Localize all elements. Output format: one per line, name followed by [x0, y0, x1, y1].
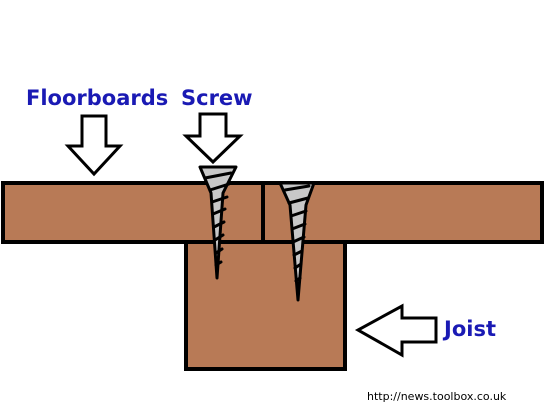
joist-label: Joist [444, 317, 496, 341]
screw-label: Screw [181, 86, 253, 110]
screw-right [278, 181, 316, 302]
floorboards-label: Floorboards [26, 86, 169, 110]
arrow-left-icon [354, 303, 438, 358]
screw-left [198, 165, 238, 280]
arrow-down-icon [64, 114, 124, 177]
arrow-down-icon [182, 112, 244, 165]
source-url: http://news.toolbox.co.uk [367, 390, 507, 403]
joist [184, 240, 347, 371]
